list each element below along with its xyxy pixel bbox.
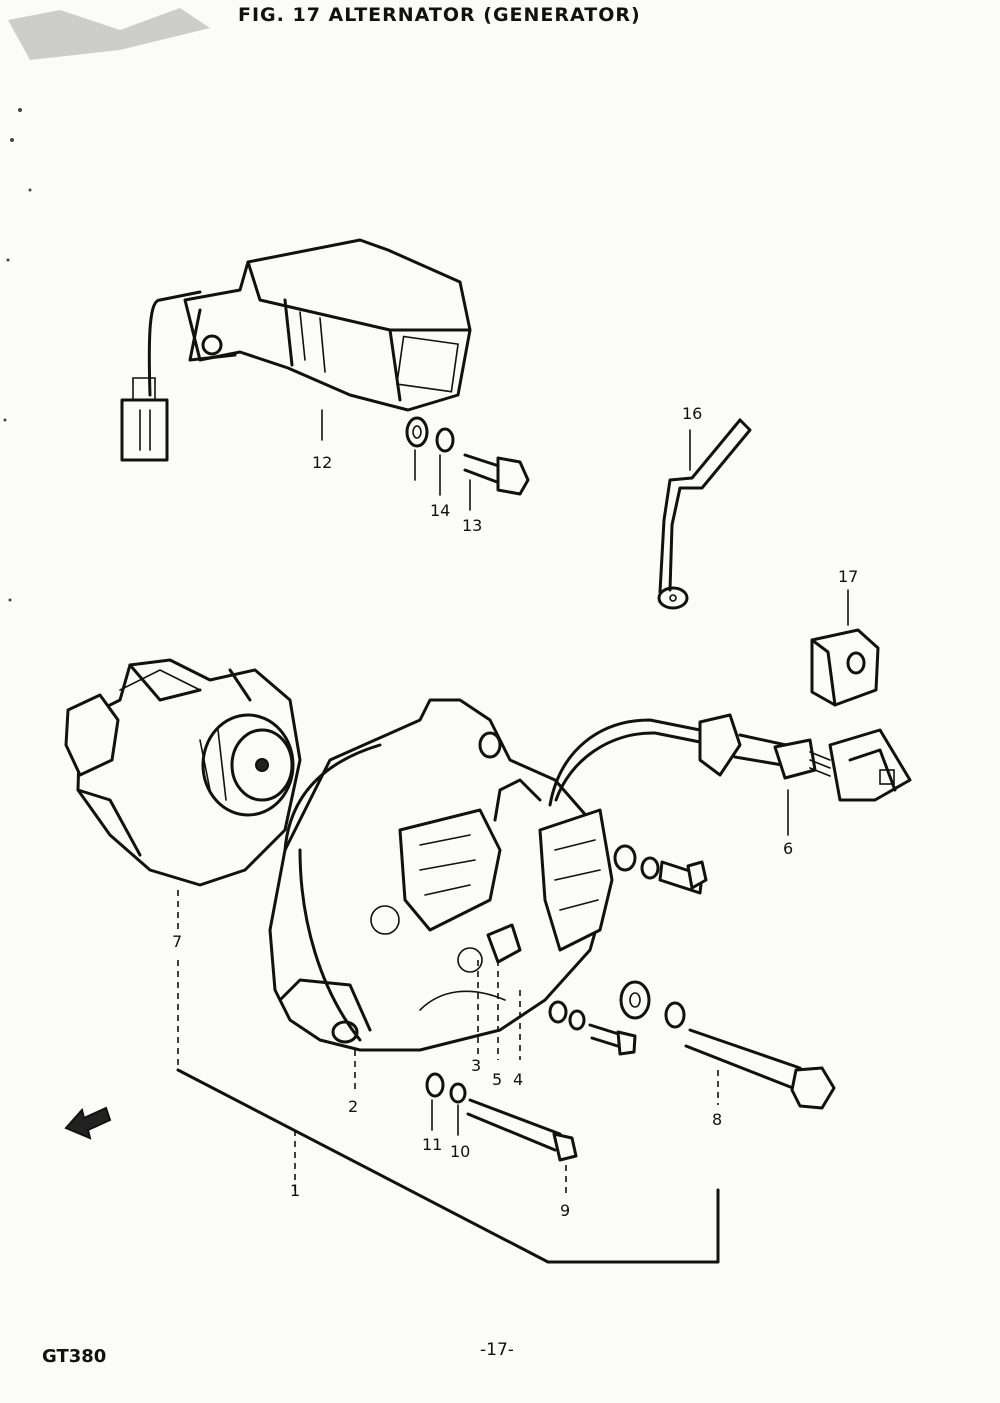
callout-5: 5 — [492, 1070, 502, 1089]
scan-noise — [3, 8, 210, 602]
part-17-pad — [810, 628, 880, 707]
parts-13-14-hardware — [405, 416, 530, 496]
callout-7: 7 — [172, 932, 182, 951]
part-16-bracket — [657, 418, 752, 610]
leader-lines — [177, 409, 849, 1195]
part-12-regulator — [120, 238, 472, 462]
part-7-rotor — [64, 658, 302, 887]
callout-4: 4 — [513, 1070, 523, 1089]
page-number: -17- — [480, 1340, 514, 1360]
part-8-bolt — [684, 1028, 836, 1110]
callout-9: 9 — [560, 1201, 570, 1220]
page-title: FIG. 17 ALTERNATOR (GENERATOR) — [238, 4, 641, 26]
callout-2: 2 — [348, 1097, 358, 1116]
parts-9-10-11-hardware — [425, 1072, 578, 1162]
callout-3: 3 — [471, 1056, 481, 1075]
callout-10: 10 — [450, 1142, 470, 1161]
callout-11: 11 — [422, 1135, 442, 1154]
arrow-left-icon — [64, 1106, 112, 1140]
callout-16: 16 — [682, 404, 702, 423]
callout-8: 8 — [712, 1110, 722, 1129]
part-2-stator-housing — [268, 698, 614, 1052]
callout-14: 14 — [430, 501, 450, 520]
part-6-lead-wire — [548, 713, 912, 807]
callout-1: 1 — [290, 1181, 300, 1200]
callout-12: 12 — [312, 453, 332, 472]
callout-13: 13 — [462, 516, 482, 535]
callout-17: 17 — [838, 567, 858, 586]
assembly-bracket — [176, 1068, 720, 1264]
parts-small-hardware — [548, 844, 708, 1056]
model-label: GT380 — [42, 1346, 107, 1367]
callout-6: 6 — [783, 839, 793, 858]
